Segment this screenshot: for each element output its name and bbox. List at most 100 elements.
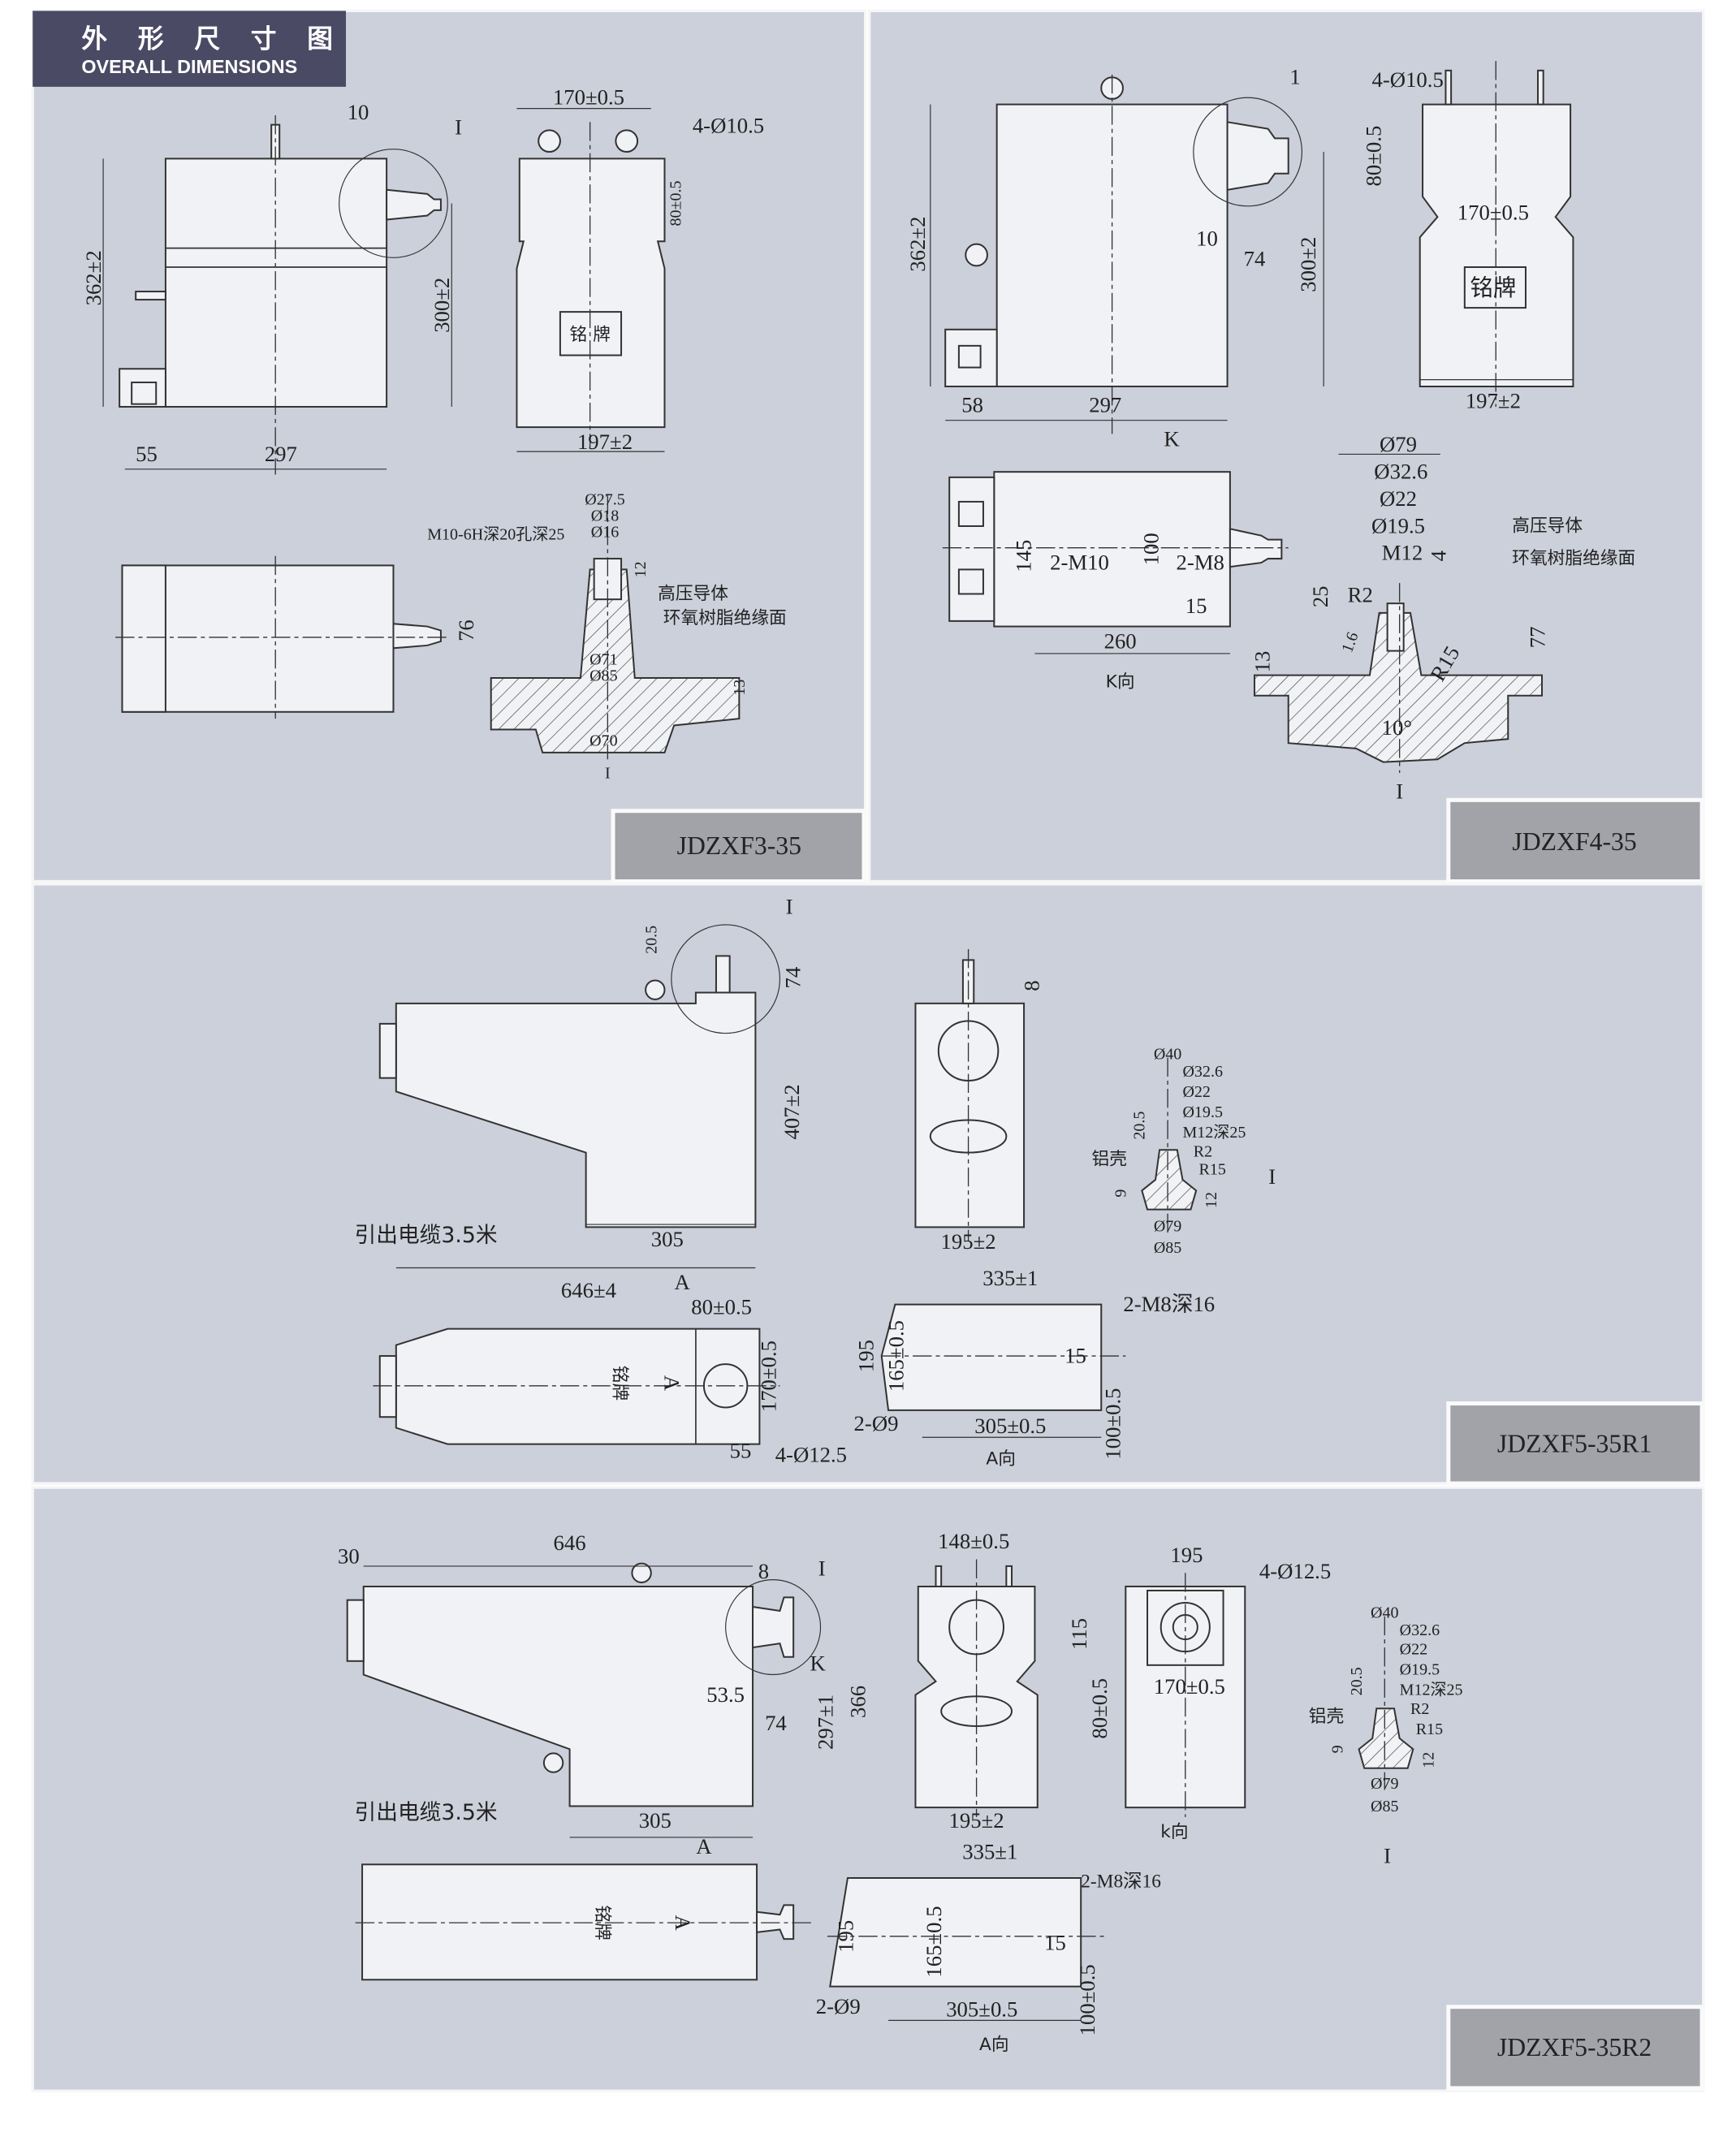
side-view [930,74,1324,434]
dim-label: 10 [1196,226,1218,250]
dim-label: 2-Ø9 [816,1994,861,2018]
cable-callout: 引出电缆3.5米 [355,1223,498,1248]
dim-label: R2 [1194,1143,1212,1161]
model-label: JDZXF4-35 [1512,827,1636,856]
dim-label: Ø85 [589,667,618,684]
dim-label: 9 [1329,1745,1347,1753]
view-marker: K [1164,426,1180,451]
callout-epoxy: 环氧树脂绝缘面 [663,608,787,628]
view-caption: k向 [1160,1822,1188,1842]
dim-label: Ø40 [1371,1604,1399,1621]
dim-label: 20.5 [642,926,660,954]
dim-label: 20.5 [1131,1112,1149,1140]
dim-label: Ø85 [1371,1798,1399,1815]
dim-label: 10° [1382,715,1412,740]
dim-label: 195 [834,1920,858,1953]
bottom-view [373,1328,780,1445]
dim-label: R2 [1348,583,1373,607]
dim-label: 2-M10 [1050,550,1109,574]
dim-label: 165±0.5 [922,1906,946,1977]
dim-label: 195 [854,1340,879,1372]
dim-height: 366 [846,1686,870,1718]
detail-marker: I [455,114,462,139]
callout-conductor: 高压导体 [658,584,728,604]
header-banner: 外 形 尺 寸 图 OVERALL DIMENSIONS [32,11,347,87]
dim-label: Ø19.5 [1182,1103,1223,1121]
dim-label: 20.5 [1348,1667,1366,1695]
panel-jdzxf5-35r1: 20.5 I 74 407±2 引出电缆3.5米 305 646±4 A 8 1… [31,883,1705,1486]
dim-label: 195 [1170,1543,1203,1567]
dim-label: 2-M8 [1176,550,1224,574]
front-view [516,108,666,452]
model-label: JDZXF5-35R1 [1497,1430,1652,1458]
dim-label: 305 [639,1808,672,1833]
dim-label: 76 [454,620,478,641]
dim-label: 53.5 [706,1682,745,1707]
dim-label: 335±1 [982,1266,1038,1290]
callout-shell: 铝壳 [1092,1150,1127,1170]
dim-label: Ø32.6 [1182,1063,1223,1081]
dim-label: 170±0.5 [1457,201,1529,225]
dim-label: Ø70 [589,732,618,750]
dim-label: 10 [348,100,369,124]
dim-label: 13 [1250,651,1274,673]
detail-marker: 1 [1289,65,1300,89]
dim-label: Ø71 [589,650,618,668]
callout-epoxy: 环氧树脂绝缘面 [1512,549,1635,569]
dim-label: 100 [1138,533,1163,565]
dim-label: 9 [1112,1189,1129,1198]
dim-label: 4-Ø10.5 [693,114,764,138]
dim-label: Ø27.5 [585,490,625,508]
dim-label: 8 [758,1559,769,1583]
detail-i-section [490,494,741,760]
a-view [880,1303,1126,1438]
dim-label: 15 [1064,1343,1086,1367]
side-view [378,924,781,1269]
dim-height: 362±2 [81,250,106,305]
direction-marker: A [671,1915,695,1931]
dim-label: 12 [1203,1192,1220,1208]
a-view [827,1877,1106,2021]
dim-length: 297 [1089,393,1121,417]
dim-height: 407±2 [779,1084,804,1139]
dim-label: 8 [1019,980,1043,991]
detail-caption: I [605,765,611,783]
k-view [1125,1573,1246,1817]
dim-label: 80±0.5 [1361,126,1385,187]
view-caption: A向 [979,2035,1009,2055]
dim-label: 305 [651,1227,684,1251]
panel-jdzxf4-35: 1 4-Ø10.5 362±2 10 74 300±2 58 297 K 80±… [868,9,1705,884]
view-marker: A [696,1834,712,1859]
panel-jdzxf5-35r2: 30 646 8 I K 53.5 74 297±1 366 引出电缆3.5米 … [31,1486,1705,2092]
dim-label: 58 [961,393,983,417]
dim-label: 145 [1011,540,1035,572]
dim-label: 300±2 [1296,237,1320,292]
dim-label: 100±0.5 [1101,1388,1125,1459]
dim-label: R2 [1410,1700,1429,1718]
dim-label: M12 [1382,541,1423,565]
detail-caption: I [1396,779,1403,804]
dim-label: Ø79 [1154,1217,1182,1235]
dim-label: Ø19.5 [1400,1661,1440,1679]
dim-label: 305±0.5 [974,1414,1046,1438]
dim-label: M12深25 [1182,1123,1246,1142]
dim-label: Ø22 [1380,486,1417,511]
dim-label: 4-Ø12.5 [775,1442,847,1466]
dim-label: 74 [765,1711,787,1735]
dim-label: 148±0.5 [938,1529,1009,1553]
detail-marker: I [818,1556,826,1581]
detail-marker: I [786,895,793,919]
dim-label: 100±0.5 [1075,1964,1099,2036]
nameplate-label: 铭 牌 [569,325,610,345]
dim-label: 170±0.5 [1154,1674,1225,1699]
dim-label: M12深25 [1400,1681,1463,1699]
dim-length: 646±4 [561,1278,616,1302]
front-view [1419,61,1574,408]
dim-label: Ø85 [1154,1239,1182,1257]
view-caption: A向 [986,1449,1016,1470]
dim-label: 2-M8深16 [1081,1871,1161,1893]
dim-label: 4 [1426,550,1450,561]
detail-caption: I [1384,1844,1391,1868]
view-marker: A [675,1270,691,1294]
dim-label: 2-Ø9 [854,1411,899,1435]
